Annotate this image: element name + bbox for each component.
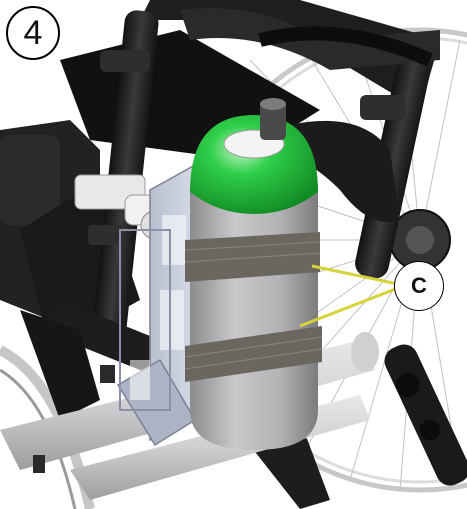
frame-tubes bbox=[20, 10, 467, 509]
oxygen-cylinder bbox=[184, 98, 323, 450]
callout-lines bbox=[299, 264, 399, 328]
step-number-badge: 4 bbox=[6, 6, 60, 60]
cylinder-green-cap bbox=[190, 115, 318, 214]
armrest-pad bbox=[0, 135, 60, 225]
callout-label-c: C bbox=[394, 261, 444, 311]
cylinder-valve bbox=[260, 100, 286, 140]
strap-lower bbox=[185, 326, 322, 382]
cylinder-bracket bbox=[116, 163, 197, 447]
